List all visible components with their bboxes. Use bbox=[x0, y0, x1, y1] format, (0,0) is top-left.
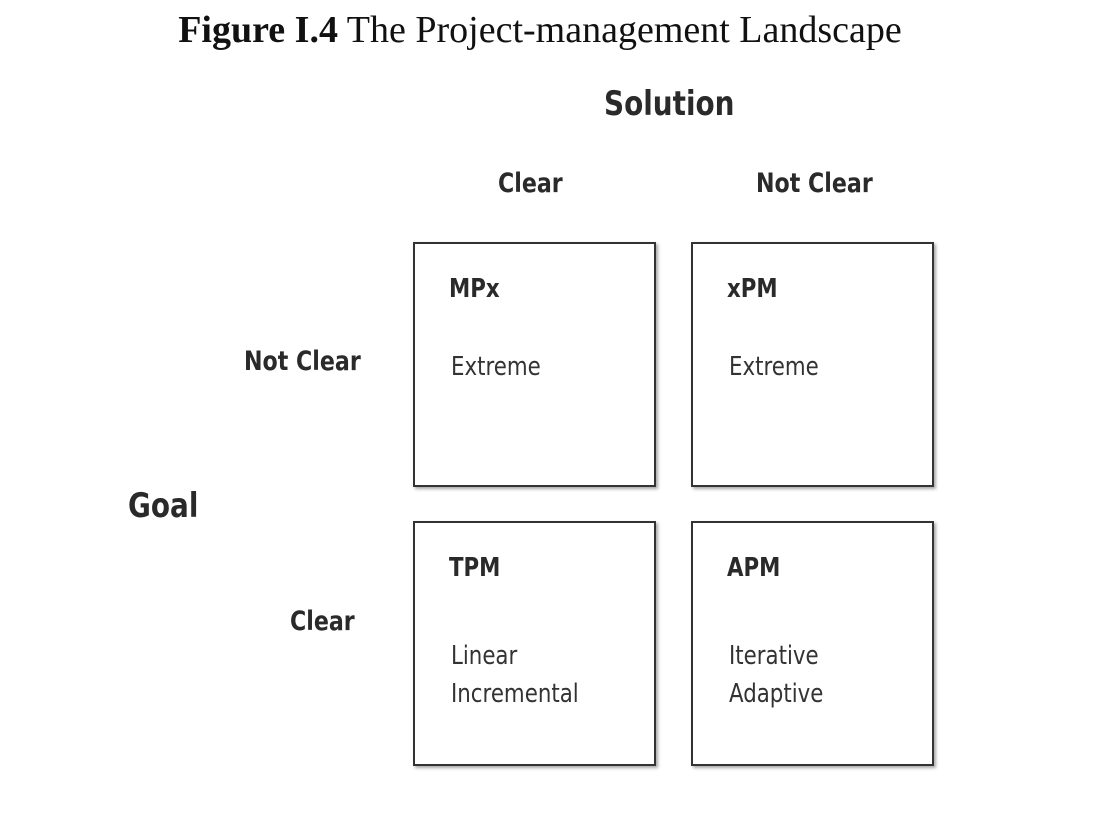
column-header-clear: Clear bbox=[498, 168, 563, 199]
quadrant-description-line: Incremental bbox=[451, 679, 579, 709]
quadrant-description-line: Adaptive bbox=[729, 679, 824, 709]
row-header-clear: Clear bbox=[290, 606, 355, 637]
goal-axis-title: Goal bbox=[128, 486, 199, 526]
quadrant-code: APM bbox=[727, 553, 781, 583]
quadrant-description: Extreme bbox=[451, 348, 541, 386]
quadrant-description: Iterative Adaptive bbox=[729, 637, 823, 713]
row-header-not-clear: Not Clear bbox=[244, 346, 361, 377]
quadrant-description-line: Extreme bbox=[729, 352, 819, 382]
column-header-not-clear: Not Clear bbox=[756, 168, 873, 199]
quadrant-description-line: Linear bbox=[451, 641, 518, 671]
figure-caption: Figure I.4 The Project-management Landsc… bbox=[0, 8, 1080, 52]
quadrant-tpm: TPM Linear Incremental bbox=[413, 521, 656, 766]
quadrant-description-line: Extreme bbox=[451, 352, 541, 382]
quadrant-mpx: MPx Extreme bbox=[413, 242, 656, 487]
quadrant-code: MPx bbox=[449, 274, 500, 304]
solution-axis-title: Solution bbox=[604, 84, 735, 124]
quadrant-description: Linear Incremental bbox=[451, 637, 579, 713]
figure-label: Figure I.4 bbox=[178, 9, 338, 51]
quadrant-code: TPM bbox=[449, 553, 501, 583]
quadrant-description: Extreme bbox=[729, 348, 819, 386]
figure-title: The Project-management Landscape bbox=[346, 9, 902, 51]
quadrant-code: xPM bbox=[727, 274, 778, 304]
quadrant-xpm: xPM Extreme bbox=[691, 242, 934, 487]
quadrant-description-line: Iterative bbox=[729, 641, 819, 671]
quadrant-apm: APM Iterative Adaptive bbox=[691, 521, 934, 766]
